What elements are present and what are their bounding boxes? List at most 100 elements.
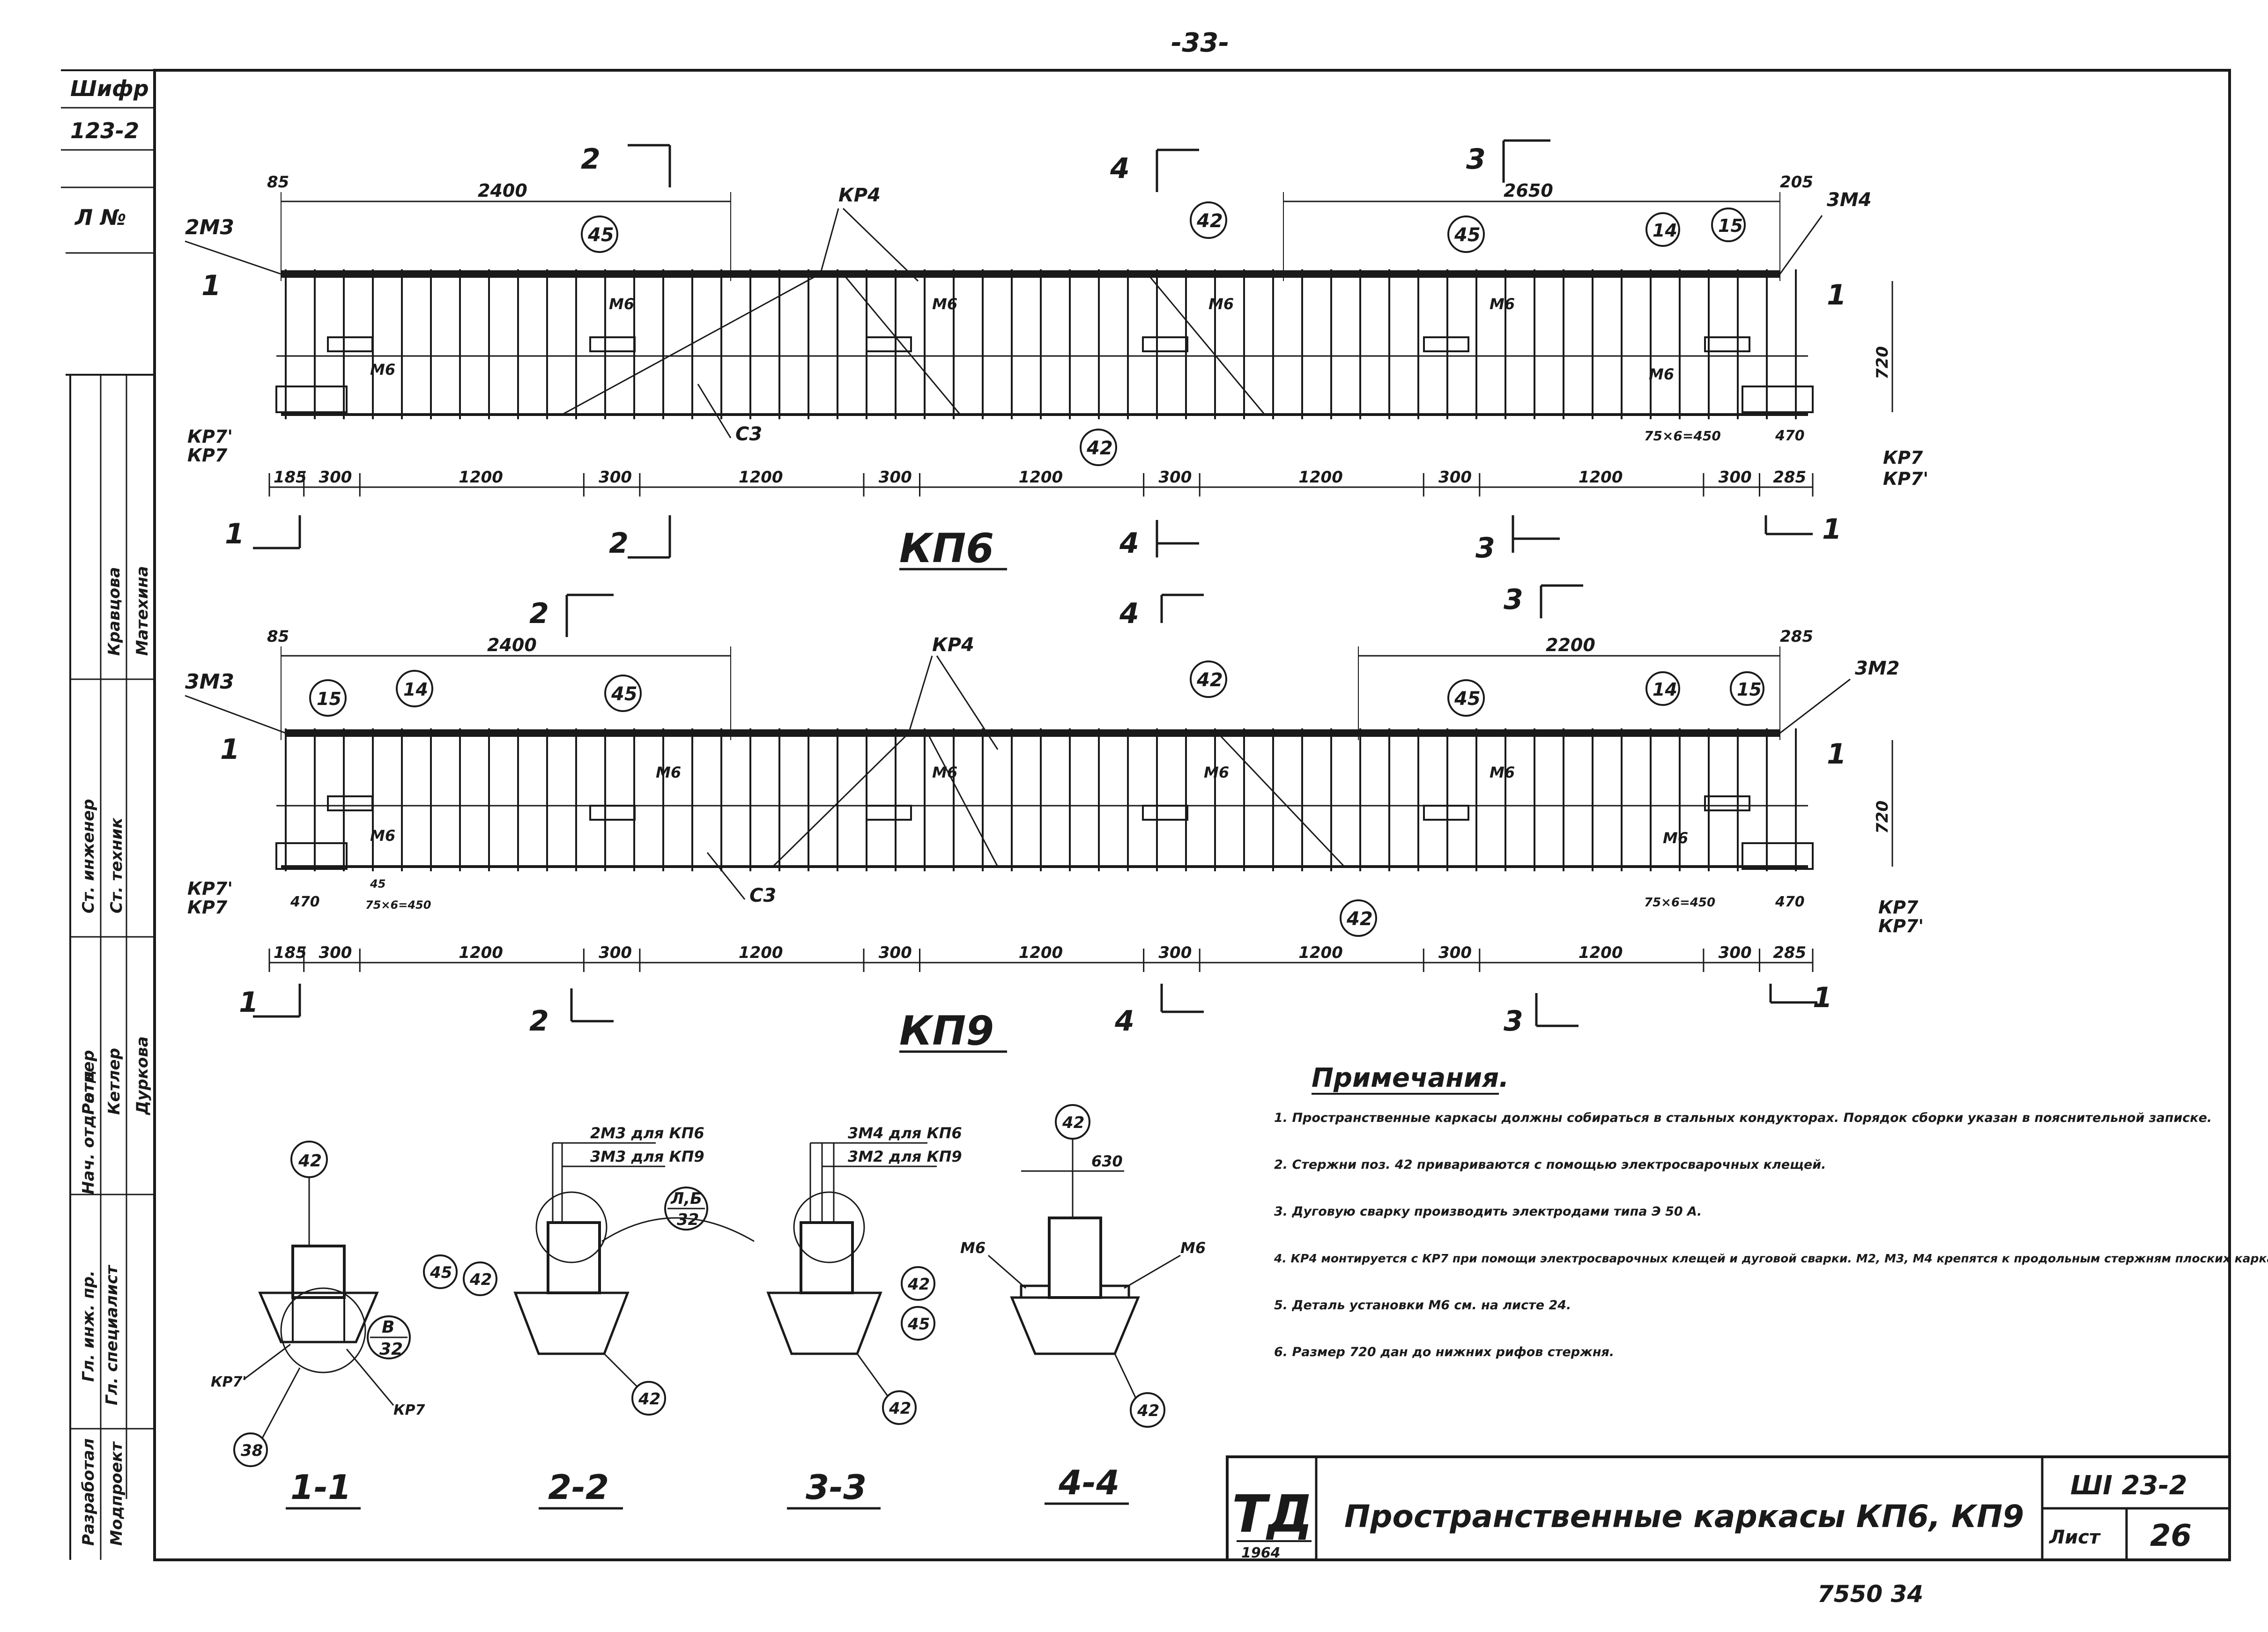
section-4-4: 42 630 М6 М6 42 4-4 [960, 1104, 1206, 1505]
section-3-3: 3М4 для КП6 3М2 для КП9 42 45 42 3-3 [766, 1124, 962, 1510]
sec33-note-1: 3М2 для КП9 [848, 1148, 962, 1165]
sec33-callout-45: 45 [907, 1315, 930, 1334]
kp6-section-1-bl: 1 [225, 518, 245, 550]
kp9-label-3m2: 3М2 [1855, 658, 1899, 679]
kp9-callout-15-b: 15 [1737, 679, 1762, 700]
kp9-callout-45-b: 45 [1454, 688, 1481, 710]
kp6-callout-14: 14 [1653, 220, 1677, 241]
bottom-dim-label: 300 [879, 943, 912, 962]
kp6-label-kp4: КР4 [838, 185, 881, 206]
kp6-label-3m4: 3М4 [1827, 189, 1871, 211]
kp9-section-1-right: 1 [1827, 738, 1846, 771]
kp6-label-m6-3: М6 [1208, 295, 1234, 313]
bottom-dim-label: 300 [879, 468, 912, 487]
name-1: Кетлер [105, 1048, 124, 1115]
kp6-height-dim: 720 [1873, 346, 1892, 379]
sheet-no-label: Л № [74, 205, 126, 230]
kp6-label-c3: С3 [735, 423, 762, 445]
kp6-callout-45-b: 45 [1454, 224, 1481, 246]
kp6-section-3-b: 3 [1475, 532, 1495, 564]
kp9-label-kp7-right: КР7 [1878, 897, 1919, 918]
kp9-section-4: 4 [1119, 597, 1139, 630]
sec22-callout-45: 45 [430, 1263, 452, 1282]
kp9-label-m6-5: М6 [1663, 829, 1688, 847]
kp9-callout-45-a: 45 [611, 683, 637, 705]
bottom-dim-label: 300 [599, 943, 632, 962]
kp9-callout-14-a: 14 [403, 679, 428, 700]
kp6-label-470: 470 [1775, 428, 1805, 444]
kp6-top-dim-3: 205 [1780, 173, 1813, 192]
sec22-ref-letter: Л,Б [670, 1189, 702, 1208]
kp9-label-m6-2: М6 [932, 764, 957, 781]
note-5: 5. Деталь установки М6 см. на листе 24. [1274, 1298, 1571, 1313]
kp9-label-m6-3: М6 [1204, 764, 1229, 781]
kp6-label-m6-2: М6 [932, 295, 957, 313]
role-6: Ст. техник [107, 817, 126, 913]
kp6-section-4: 4 [1110, 152, 1130, 185]
cipher-label: Шифр [70, 76, 149, 101]
inventory-number: 7550 34 [1817, 1580, 1923, 1608]
bottom-dim-label: 300 [319, 468, 352, 487]
kp9-section-2: 2 [529, 597, 549, 630]
bottom-dim-label: 1200 [1298, 943, 1343, 962]
sheet-title: Пространственные каркасы КП6, КП9 [1344, 1498, 2024, 1535]
column-modproject: Модпроект [107, 1441, 126, 1546]
sec22-note-0: 2М3 для КП6 [590, 1124, 704, 1142]
section-1-1: 42 В 32 КР7' КР7 38 1-1 [211, 1141, 425, 1510]
kp9-callout-42-a: 42 [1196, 669, 1223, 691]
kp6-section-1-br: 1 [1822, 513, 1842, 546]
kp6-callout-15: 15 [1718, 215, 1743, 236]
name-4: Матехина [133, 566, 152, 656]
bottom-dim-label: 300 [1438, 943, 1472, 962]
kp9-label-pitch-left: 75×6=450 [365, 898, 431, 912]
kp6-label-m6-1: М6 [609, 295, 634, 313]
sheet-number: 26 [2150, 1519, 2192, 1553]
kp9-section-3: 3 [1504, 583, 1523, 616]
name-0: Ратнер [79, 1050, 98, 1115]
title-block: ТД 1964 Пространственные каркасы КП6, КП… [1226, 1455, 2231, 1608]
sec11-note-kp7: КР7 [393, 1402, 425, 1418]
bottom-dim-label: 300 [1158, 943, 1192, 962]
kp9-label-470-left: 470 [290, 894, 320, 910]
bottom-dim-label: 285 [1773, 943, 1806, 962]
kp9-label-470-right: 470 [1775, 894, 1805, 910]
kp9-label-m6-0: М6 [370, 827, 395, 845]
sec44-callout-42-b: 42 [1137, 1402, 1159, 1420]
bottom-dim-label: 300 [599, 468, 632, 487]
kp9-callout-15-a: 15 [317, 689, 341, 709]
bottom-dim-label: 300 [1438, 468, 1472, 487]
note-1: 1. Пространственные каркасы должны собир… [1274, 1111, 2212, 1125]
note-6: 6. Размер 720 дан до нижних рифов стержн… [1274, 1345, 1614, 1359]
year: 1964 [1241, 1545, 1281, 1561]
notes-heading: Примечания. [1312, 1063, 1509, 1093]
sec22-note-1: 3М3 для КП9 [590, 1148, 704, 1165]
bottom-dim-label: 300 [319, 943, 352, 962]
sec11-title: 1-1 [290, 1468, 351, 1507]
notes-block: Примечания. 1. Пространственные каркасы … [1274, 1063, 2268, 1359]
sec44-note-m6-right: М6 [1180, 1239, 1206, 1257]
sec11-callout-42: 42 [298, 1151, 322, 1171]
kp9-label-kp7prime-right: КР7' [1878, 916, 1924, 936]
sec33-title: 3-3 [806, 1468, 867, 1507]
kp9-section-1-br: 1 [1813, 981, 1832, 1014]
kp6-top-dim-0: 85 [267, 173, 289, 192]
bottom-dim-label: 1200 [459, 468, 503, 487]
column-developed: Разработал [79, 1438, 98, 1546]
bottom-dim-label: 285 [1773, 468, 1806, 487]
sec11-ref-sheet: 32 [379, 1340, 403, 1359]
note-2: 2. Стержни поз. 42 привариваются с помощ… [1274, 1157, 1826, 1172]
kp6-callout-42-b: 42 [1086, 438, 1113, 459]
kp6-callout-42-a: 42 [1196, 210, 1223, 232]
kp9-callout-14-b: 14 [1653, 679, 1677, 700]
kp9-label-kp7prime: КР7' [187, 878, 233, 899]
kp6-label-m6-0: М6 [370, 361, 395, 378]
sheet-code: ШІ 23-2 [2070, 1470, 2187, 1501]
bottom-dim-label: 300 [1719, 943, 1752, 962]
kp9-label-3m3: 3М3 [185, 670, 234, 694]
sec44-title: 4-4 [1058, 1463, 1119, 1502]
kp6-label-kp7-right: КР7 [1883, 447, 1923, 468]
bottom-dim-label: 185 [274, 943, 307, 962]
